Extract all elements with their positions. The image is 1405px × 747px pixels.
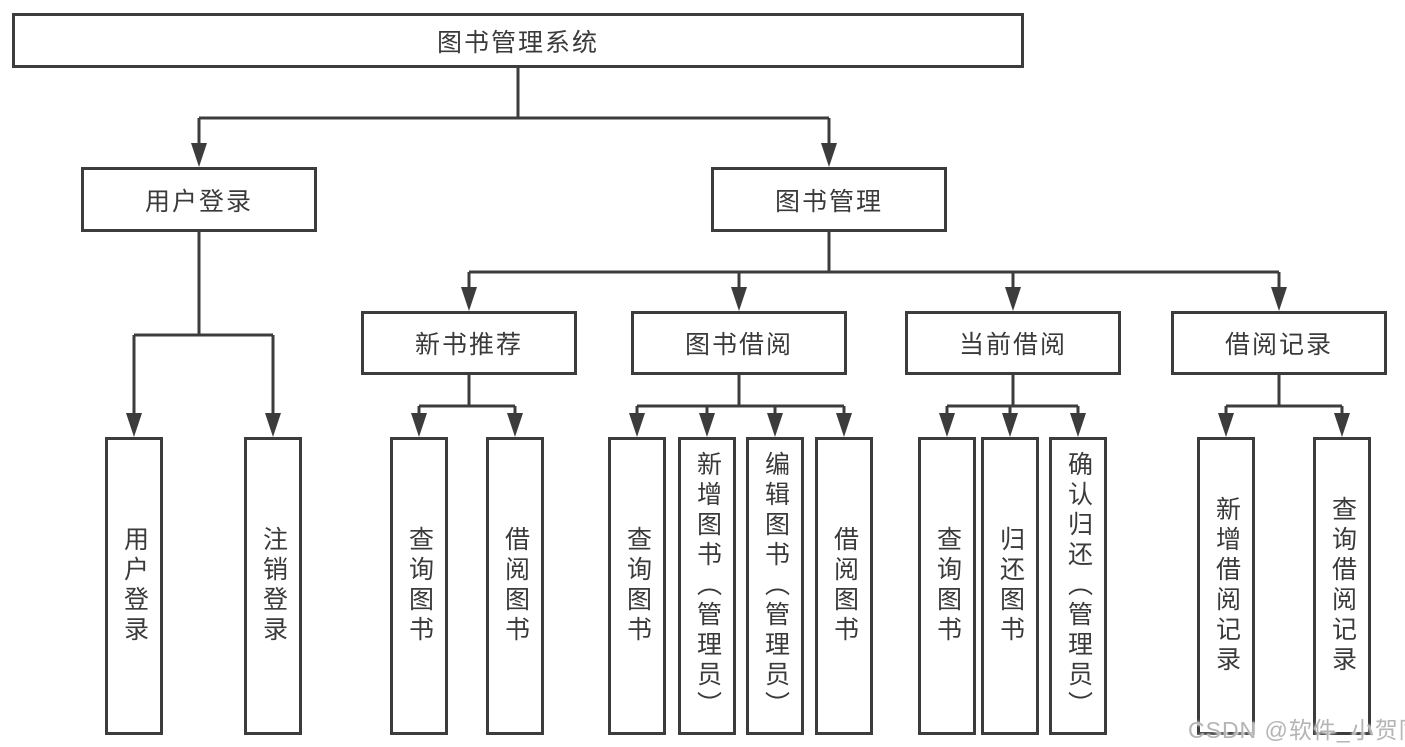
leaf-query-books-borrow: 查询图书: [608, 437, 666, 735]
leaf-add-books-admin-label: 新增图书（管理员）: [693, 451, 722, 721]
node-root-label: 图书管理系统: [436, 28, 599, 57]
leaf-query-books-current-label: 查询图书: [933, 526, 962, 646]
leaf-query-borrow-record-label: 查询借阅记录: [1328, 496, 1357, 676]
node-book-management-label: 图书管理: [774, 187, 883, 216]
node-current-borrow-label: 当前借阅: [958, 331, 1067, 359]
leaf-user-login-label: 用户登录: [120, 526, 149, 646]
node-current-borrow: 当前借阅: [905, 311, 1121, 375]
leaf-edit-books-admin: 编辑图书（管理员）: [746, 437, 804, 735]
leaf-return-books: 归还图书: [981, 437, 1039, 735]
leaf-borrow-books-recommend-label: 借阅图书: [501, 526, 530, 646]
leaf-edit-books-admin-label: 编辑图书（管理员）: [761, 451, 790, 721]
connector-paths: [132, 68, 1344, 415]
leaf-borrow-books: 借阅图书: [815, 437, 873, 735]
leaf-confirm-return-admin: 确认归还（管理员）: [1049, 437, 1107, 735]
node-root: 图书管理系统: [12, 13, 1024, 68]
node-borrow-records-label: 借阅记录: [1224, 331, 1333, 359]
leaf-add-books-admin: 新增图书（管理员）: [678, 437, 736, 735]
node-book-management: 图书管理: [711, 167, 947, 232]
leaf-borrow-books-label: 借阅图书: [830, 526, 859, 646]
leaf-logout-label: 注销登录: [259, 526, 288, 646]
leaf-confirm-return-admin-label: 确认归还（管理员）: [1064, 451, 1093, 721]
node-borrow-records: 借阅记录: [1171, 311, 1387, 375]
leaf-logout: 注销登录: [244, 437, 302, 735]
node-user-login: 用户登录: [81, 167, 317, 232]
leaf-user-login: 用户登录: [105, 437, 163, 735]
leaf-add-borrow-record: 新增借阅记录: [1197, 437, 1255, 735]
leaf-query-books-current: 查询图书: [918, 437, 976, 735]
watermark: CSDN @软件_小贺同学: [1188, 717, 1405, 743]
node-user-login-label: 用户登录: [144, 187, 253, 216]
leaf-borrow-books-recommend: 借阅图书: [486, 437, 544, 735]
node-book-borrow-label: 图书借阅: [684, 331, 793, 359]
leaf-query-books-borrow-label: 查询图书: [623, 526, 652, 646]
leaf-query-borrow-record: 查询借阅记录: [1313, 437, 1371, 735]
node-new-book-recommend: 新书推荐: [361, 311, 577, 375]
leaf-query-books-recommend: 查询图书: [390, 437, 448, 735]
leaf-return-books-label: 归还图书: [996, 526, 1025, 646]
leaf-add-borrow-record-label: 新增借阅记录: [1212, 496, 1241, 676]
node-new-book-recommend-label: 新书推荐: [414, 331, 523, 359]
leaf-query-books-recommend-label: 查询图书: [405, 526, 434, 646]
node-book-borrow: 图书借阅: [631, 311, 847, 375]
